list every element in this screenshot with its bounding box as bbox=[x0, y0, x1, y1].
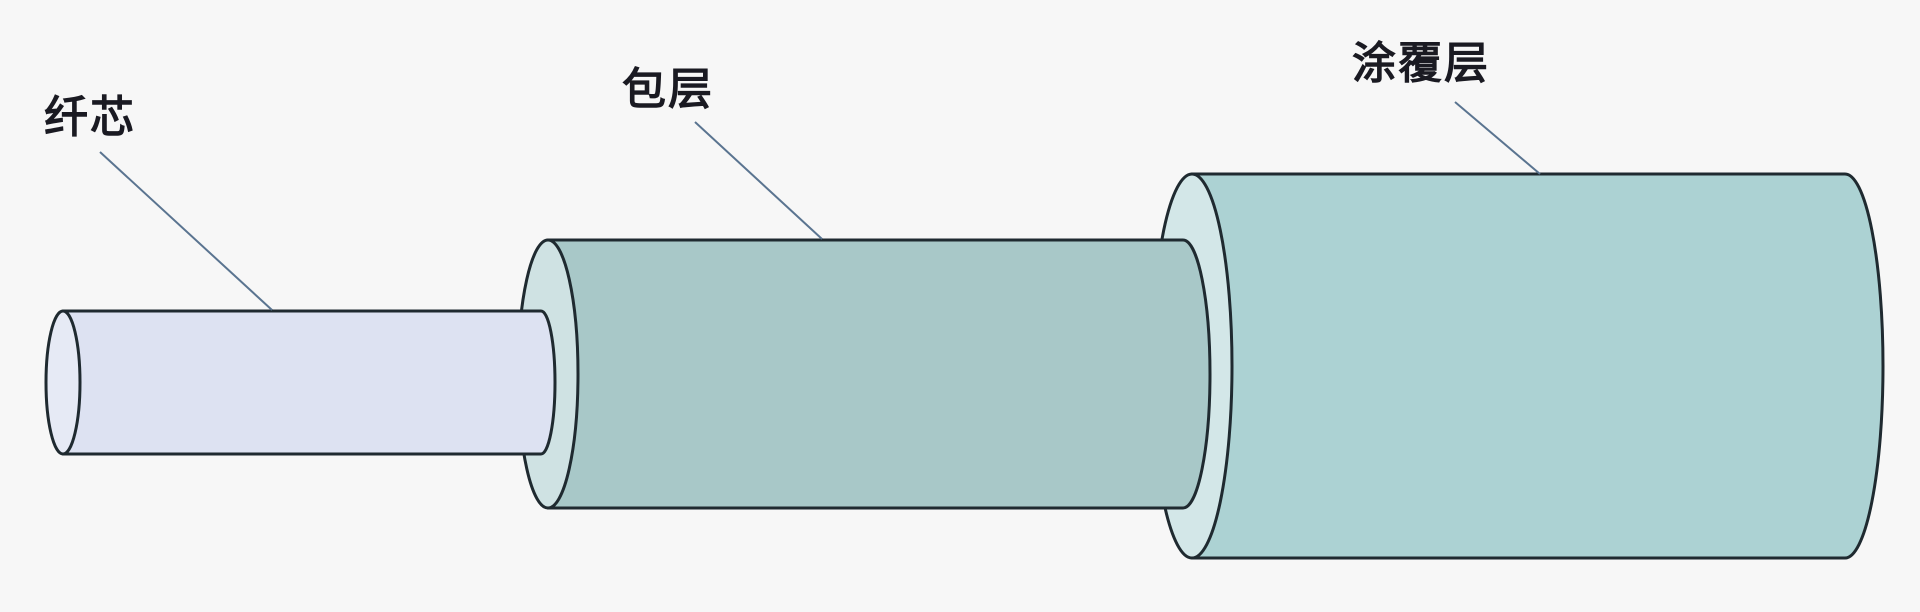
coating-leader-line bbox=[1454, 101, 1541, 175]
core-leader-line bbox=[99, 151, 273, 311]
cladding-leader-line bbox=[694, 121, 823, 240]
core-label: 纤芯 bbox=[44, 92, 136, 143]
cladding-body bbox=[546, 238, 1212, 510]
core-body bbox=[61, 309, 557, 456]
core-layer bbox=[44, 309, 557, 456]
coating-layer bbox=[1150, 172, 1885, 560]
coating-label: 涂覆层 bbox=[1352, 38, 1490, 89]
coating-body bbox=[1190, 172, 1885, 560]
cladding-label: 包层 bbox=[622, 64, 714, 115]
core-end-face bbox=[44, 309, 82, 456]
cladding-layer bbox=[516, 238, 1212, 510]
